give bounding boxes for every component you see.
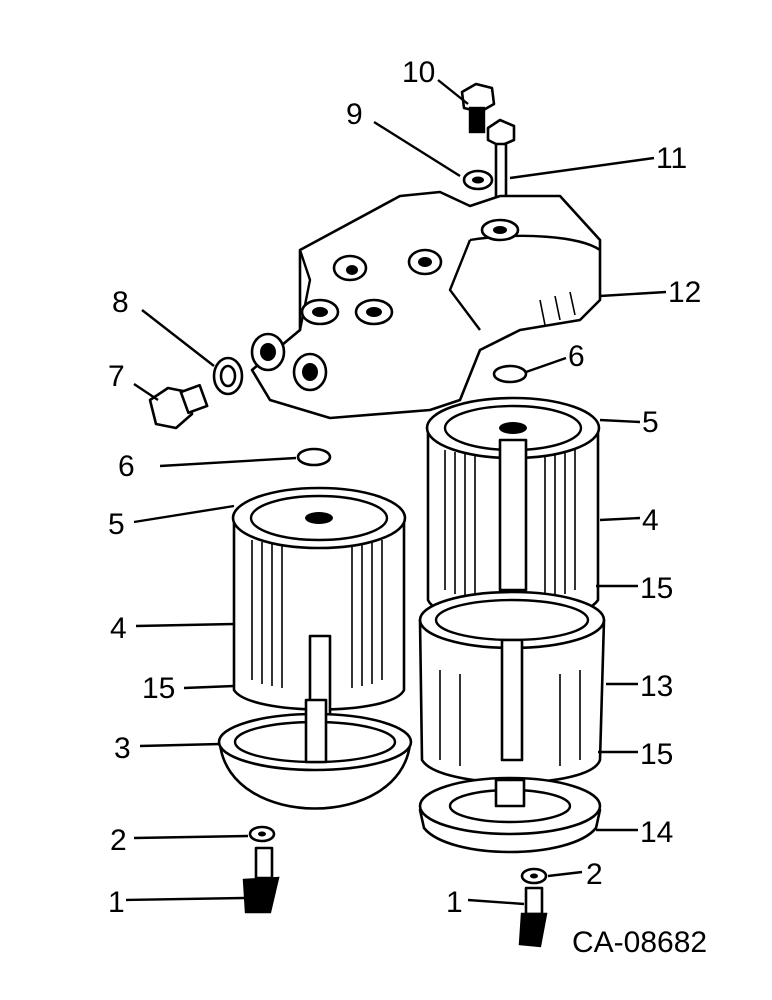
part-label-9: 9 bbox=[346, 98, 363, 131]
part-label-7: 7 bbox=[108, 360, 125, 393]
seal-ring-8-drawing bbox=[212, 356, 244, 396]
glass-bowl-13-drawing bbox=[418, 590, 606, 784]
part-label-13: 13 bbox=[640, 670, 673, 703]
plug-7-drawing bbox=[148, 383, 209, 430]
part-label-15-left: 15 bbox=[142, 672, 175, 705]
right-drain-bolt-1-drawing bbox=[518, 886, 548, 948]
bottom-cap-14-drawing bbox=[418, 776, 602, 854]
part-label-2-left: 2 bbox=[110, 824, 127, 857]
part-label-4-left: 4 bbox=[110, 612, 127, 645]
figure-code: CA-08682 bbox=[572, 926, 707, 959]
part-label-4-right: 4 bbox=[642, 504, 659, 537]
part-label-5-right: 5 bbox=[642, 406, 659, 439]
left-drain-bolt-1-drawing bbox=[242, 846, 280, 914]
bowl-3-drawing bbox=[217, 698, 413, 810]
bolt-10-drawing bbox=[460, 82, 496, 134]
part-label-12: 12 bbox=[668, 276, 701, 309]
washer-9-drawing bbox=[462, 169, 494, 191]
left-washer-2-drawing bbox=[248, 825, 276, 843]
part-label-14: 14 bbox=[640, 816, 673, 849]
part-label-2-right: 2 bbox=[586, 858, 603, 891]
filter-head-12-drawing bbox=[250, 190, 602, 420]
part-label-1-right: 1 bbox=[446, 886, 463, 919]
part-label-8: 8 bbox=[112, 286, 129, 319]
part-label-6-left: 6 bbox=[118, 450, 135, 483]
leader-lines bbox=[125, 79, 667, 906]
part-label-1-left: 1 bbox=[108, 886, 125, 919]
right-filter-element-drawing bbox=[425, 364, 601, 623]
part-label-11: 11 bbox=[656, 142, 687, 175]
part-label-6-right: 6 bbox=[568, 340, 585, 373]
part-label-3: 3 bbox=[114, 732, 131, 765]
part-label-15-right-lower: 15 bbox=[640, 738, 673, 771]
right-washer-2-drawing bbox=[520, 867, 548, 885]
part-label-10: 10 bbox=[402, 56, 435, 89]
part-label-5-left: 5 bbox=[108, 508, 125, 541]
part-label-15-right-upper: 15 bbox=[640, 572, 673, 605]
